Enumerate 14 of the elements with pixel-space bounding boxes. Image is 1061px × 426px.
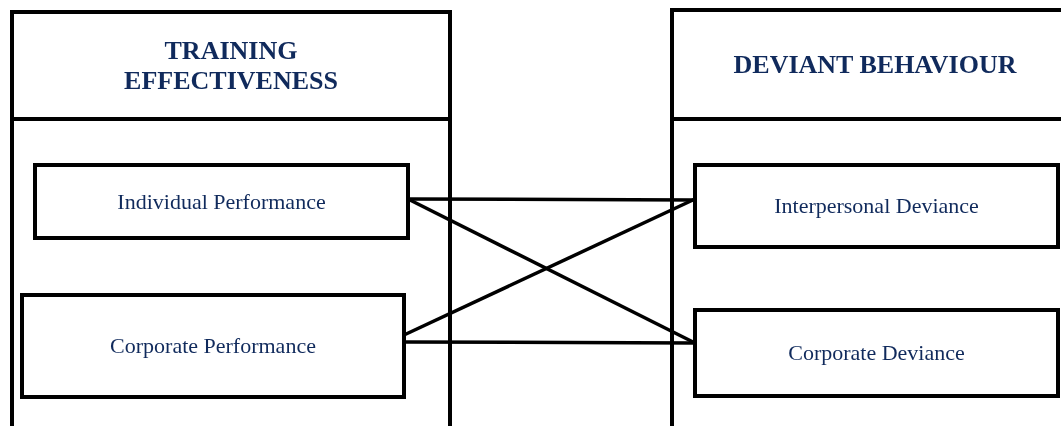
- variable-label: Interpersonal Deviance: [774, 193, 979, 219]
- panel-heading: TRAINING EFFECTIVENESS: [123, 35, 339, 96]
- panel-heading: DEVIANT BEHAVIOUR: [733, 49, 1017, 80]
- variable-label: Individual Performance: [117, 188, 326, 215]
- variable-box: [20, 293, 406, 399]
- group-panel: [10, 10, 452, 426]
- variable-box: [33, 163, 410, 240]
- variable-label: Corporate Deviance: [788, 340, 965, 366]
- variable-label: Corporate Performance: [110, 333, 316, 359]
- variable-box: [693, 308, 1060, 398]
- variable-box: [693, 163, 1060, 249]
- connector-line: [408, 197, 695, 202]
- group-panel: [670, 8, 1061, 426]
- connector-line: [404, 340, 695, 345]
